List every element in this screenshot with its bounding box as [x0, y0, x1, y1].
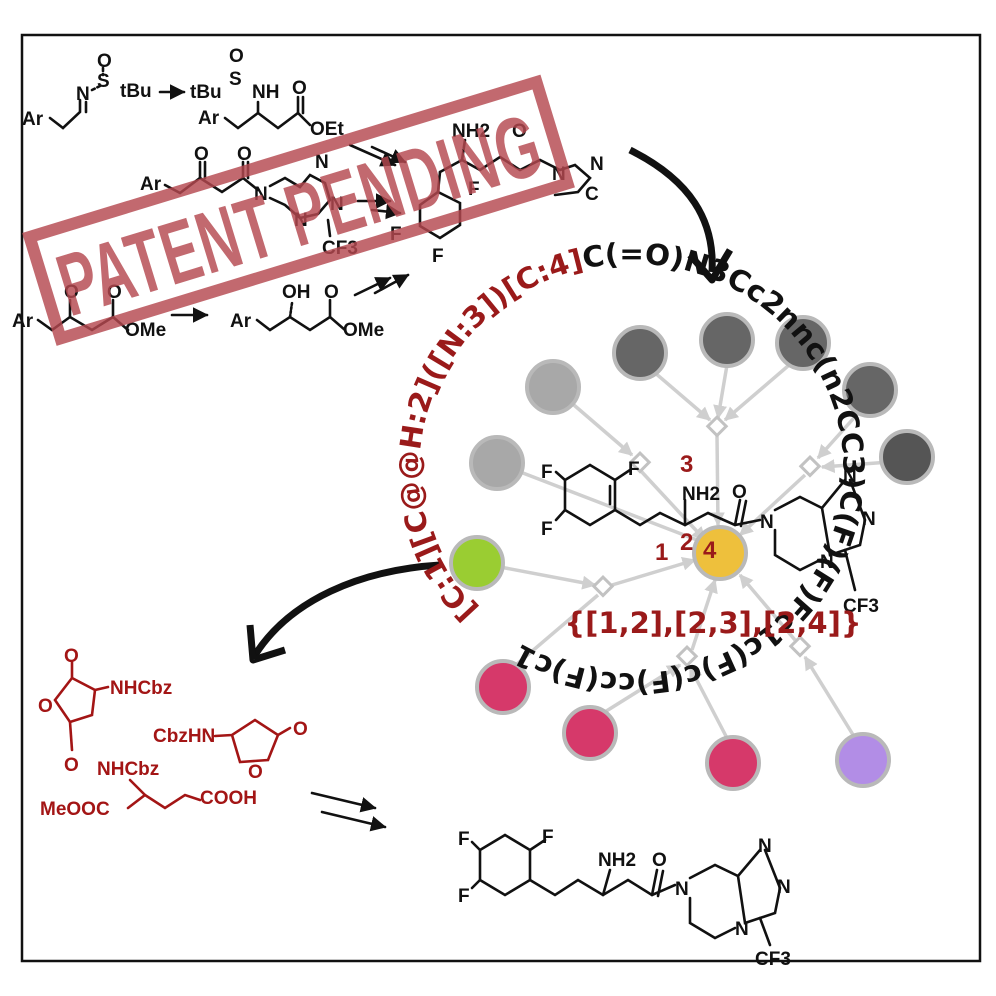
mol-f2: F	[628, 459, 640, 480]
node-dark	[612, 325, 668, 381]
anhydride-o2: O	[38, 696, 53, 717]
c1-o: O	[97, 51, 112, 72]
mol-nh2: NH2	[682, 484, 720, 505]
product-f1: F	[468, 179, 480, 200]
product-f3: F	[432, 246, 444, 267]
node-purple	[835, 732, 891, 788]
scheme-bottom: O O O NHCbz CbzHN O O NHCbz MeOOC COOH F…	[38, 646, 791, 970]
graph-nodes	[449, 312, 935, 791]
c2-o2: O	[292, 78, 307, 99]
c2-s: S	[229, 69, 242, 90]
product-c: C	[585, 184, 599, 205]
node-dark	[775, 315, 831, 371]
diester-cooh: COOH	[200, 788, 257, 809]
node-pink	[705, 735, 761, 791]
c4-o2: O	[107, 282, 122, 303]
c3-o2: O	[237, 144, 252, 165]
c5-ar: Ar	[230, 311, 252, 332]
final-n4: N	[735, 919, 749, 940]
final-f2: F	[542, 827, 554, 848]
graph-diamonds	[591, 414, 822, 668]
anhydride-o3: O	[64, 755, 79, 776]
mol-n4: N	[820, 552, 834, 573]
c4-ome: OMe	[125, 320, 166, 341]
node-center	[692, 525, 748, 581]
mol-f1: F	[541, 462, 553, 483]
mol-f3: F	[541, 519, 553, 540]
node-light	[469, 435, 525, 491]
anhydride-nhcbz: NHCbz	[110, 678, 172, 699]
c1-s: S	[97, 71, 110, 92]
node-pink	[562, 705, 618, 761]
lactone-cbzhn: CbzHN	[153, 726, 215, 747]
atom-index-1: 1	[655, 539, 668, 566]
lactone-o1: O	[293, 719, 308, 740]
final-n1: N	[675, 879, 689, 900]
product-nh2: NH2	[452, 121, 490, 142]
bond-set-label: {[1,2],[2,3],[2,4]}	[565, 606, 862, 640]
final-f3: F	[458, 886, 470, 907]
mol-o: O	[732, 482, 747, 503]
mol-n2: N	[843, 466, 857, 487]
final-cf3: CF3	[755, 949, 791, 970]
c1-tbu: tBu	[120, 81, 152, 102]
atom-index-4: 4	[703, 537, 717, 564]
node-dark	[699, 312, 755, 368]
product-o: O	[512, 121, 527, 142]
final-n2: N	[758, 836, 772, 857]
c1-n: N	[76, 84, 90, 105]
node-darker	[879, 429, 935, 485]
final-n3: N	[777, 877, 791, 898]
mol-n3: N	[862, 509, 876, 530]
c5-o: O	[324, 282, 339, 303]
c2-nh: NH	[252, 82, 279, 103]
c3-n2: N	[315, 152, 329, 173]
c2-o: O	[229, 46, 244, 67]
curved-arrow-left	[252, 561, 441, 657]
c3-n4: N	[294, 210, 308, 231]
node-green	[449, 535, 505, 591]
graph-edges	[496, 358, 891, 741]
final-f1: F	[458, 829, 470, 850]
c2-ar: Ar	[198, 108, 220, 129]
node-light	[525, 359, 581, 415]
scheme-top: Ar N S O tBu tBu S O NH Ar O OEt Ar O O …	[12, 46, 604, 341]
c3-o1: O	[194, 144, 209, 165]
atom-index-2: 2	[680, 529, 693, 556]
central-molecule: F F F NH2 O N N N N CF3 1 2 3 4	[541, 451, 879, 617]
c4-o1: O	[64, 282, 79, 303]
atom-index-3: 3	[680, 451, 693, 478]
c2-tbu: tBu	[190, 82, 222, 103]
node-dark	[842, 362, 898, 418]
diester-nhcbz: NHCbz	[97, 759, 159, 780]
c3-ar: Ar	[140, 174, 162, 195]
frame-border	[20, 33, 982, 963]
anhydride-o1: O	[64, 646, 79, 667]
product-n2: N	[590, 154, 604, 175]
c1-ar: Ar	[22, 109, 44, 130]
c5-oh: OH	[282, 282, 311, 303]
c4-ar: Ar	[12, 311, 34, 332]
c3-n1: N	[254, 184, 268, 205]
mol-n1: N	[760, 512, 774, 533]
c3-n3: N	[330, 194, 344, 215]
final-o: O	[652, 850, 667, 871]
final-nh2: NH2	[598, 850, 636, 871]
c2-oet: OEt	[310, 119, 344, 140]
node-pink	[475, 659, 531, 715]
mol-cf3: CF3	[843, 596, 879, 617]
lactone-o2: O	[248, 762, 263, 783]
diester-meooc: MeOOC	[40, 799, 110, 820]
curved-arrow-down	[628, 146, 716, 273]
reaction-graph: [C:1][C@@H:2]([N:3])[C:4]C(=O)N3Cc2nnc(n…	[392, 236, 935, 791]
c5-ome: OMe	[343, 320, 384, 341]
